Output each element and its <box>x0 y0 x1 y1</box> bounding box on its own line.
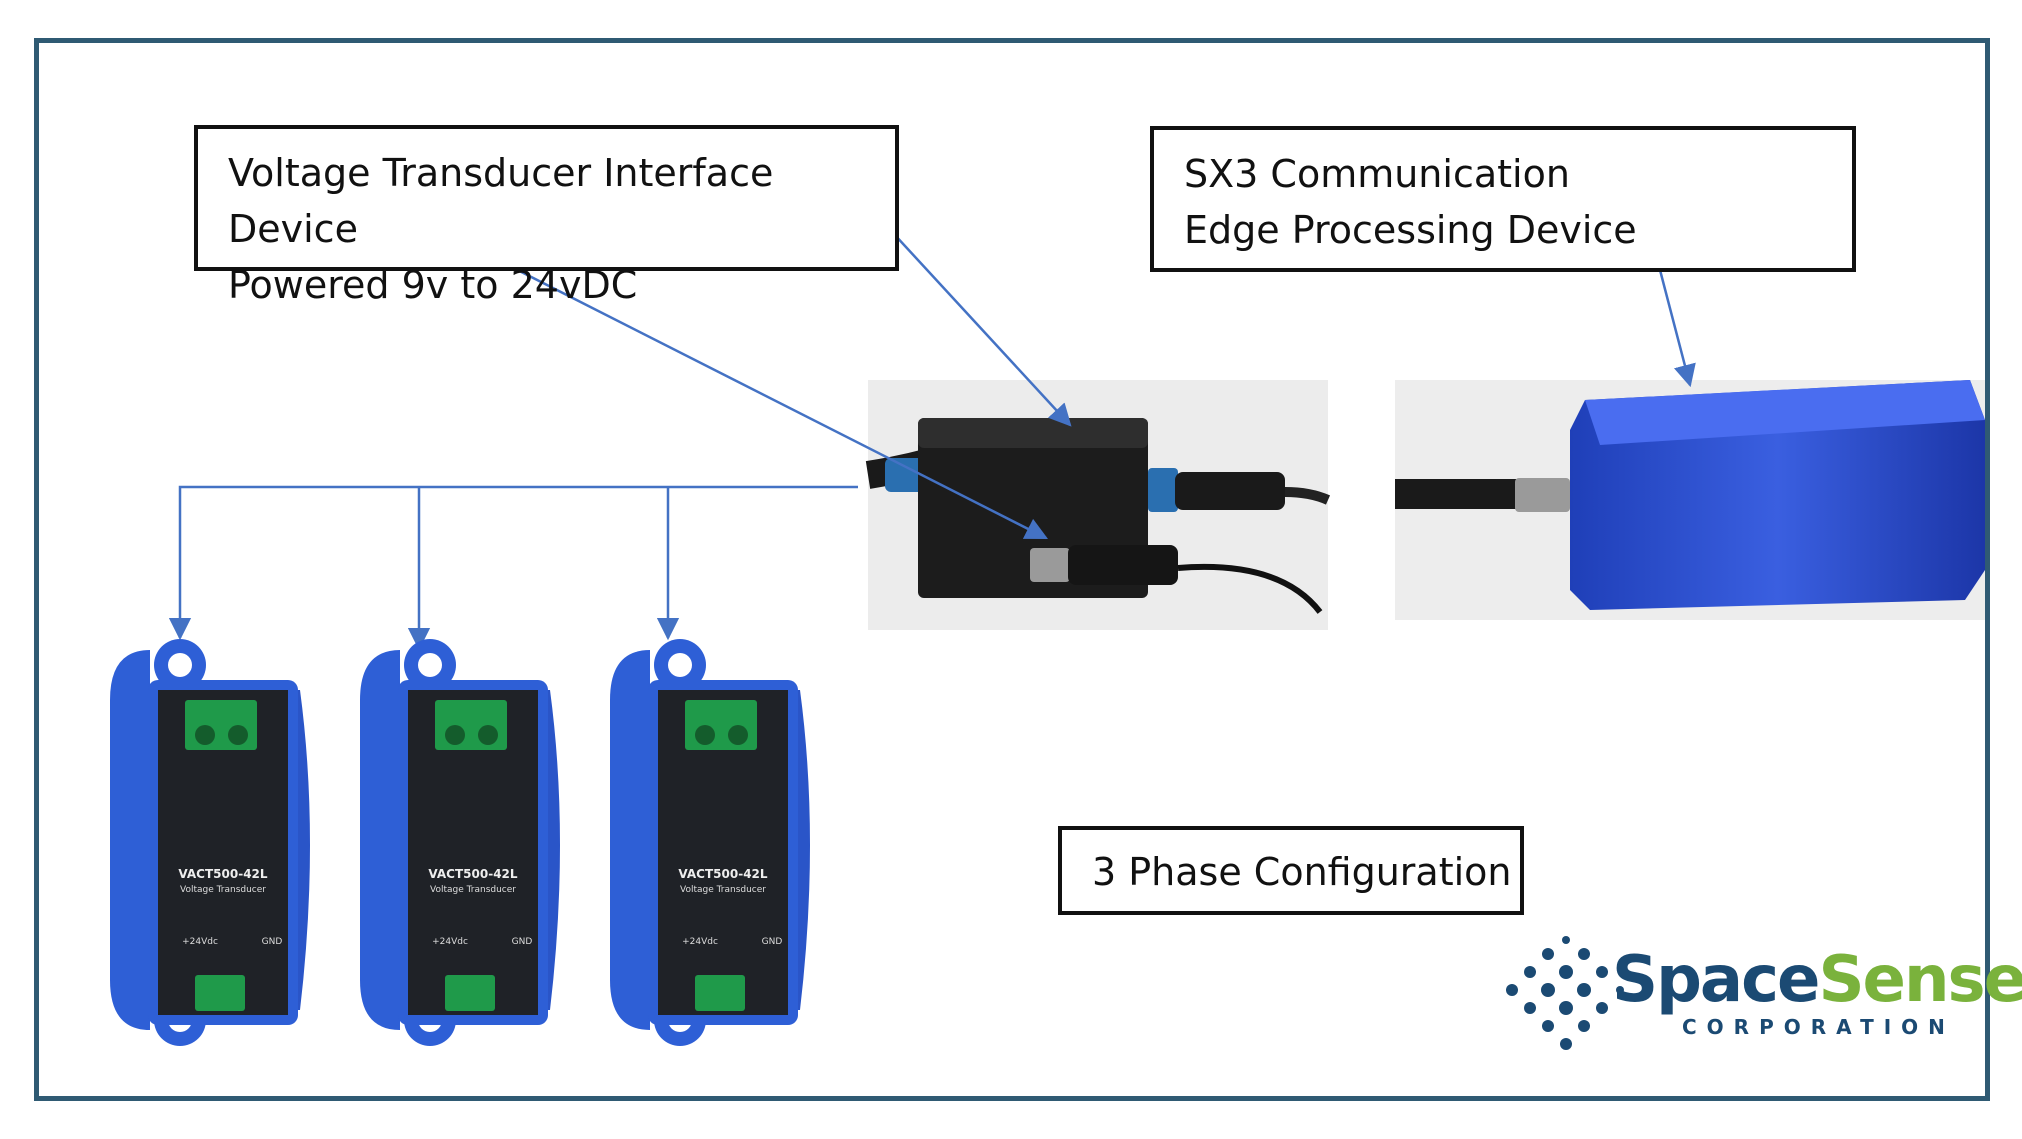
transducer-1-gnd: GND <box>262 937 283 947</box>
arrow-sx3-to-device <box>1658 269 1696 388</box>
interface-callout-line2: Powered 9v to 24vDC <box>228 263 638 307</box>
transducer-3-subtitle: Voltage Transducer <box>680 885 766 895</box>
arrow-power-to-connector <box>477 248 1049 540</box>
phase-configuration-callout: 3 Phase Configuration <box>1058 826 1524 915</box>
logo-word-sense: Sense <box>1818 943 2022 1017</box>
transducer-2-subtitle: Voltage Transducer <box>430 885 516 895</box>
transducer-2-supply: +24Vdc <box>432 937 468 947</box>
sx3-callout-line1: SX3 Communication <box>1184 152 1570 196</box>
transducer-1-model: VACT500-42L <box>178 867 267 881</box>
logo-word-space: Space <box>1612 943 1820 1017</box>
transducer-1-supply: +24Vdc <box>182 937 218 947</box>
arrow-to-transducer-1 <box>168 485 858 641</box>
transducer-3-image: VACT500-42L Voltage Transducer +24Vdc GN… <box>610 639 810 1046</box>
transducer-1-subtitle: Voltage Transducer <box>180 885 266 895</box>
transducer-3-supply: +24Vdc <box>682 937 718 947</box>
logo-wordmark: SpaceSense <box>1612 945 2022 1015</box>
transducer-3-model: VACT500-42L <box>678 867 767 881</box>
transducer-3-gnd: GND <box>762 937 783 947</box>
logo-subtitle: CORPORATION <box>1682 1015 1955 1039</box>
interface-callout-line1: Voltage Transducer Interface Device <box>228 151 774 251</box>
interface-device-image <box>865 380 1331 630</box>
transducer-2-image: VACT500-42L Voltage Transducer +24Vdc GN… <box>360 639 560 1046</box>
sx3-device-image <box>1395 380 1985 620</box>
phase-configuration-label: 3 Phase Configuration <box>1092 850 1512 894</box>
spacesense-logo-icon <box>1506 936 1624 1050</box>
transducer-2-gnd: GND <box>512 937 533 947</box>
sx3-device-callout: SX3 Communication Edge Processing Device <box>1150 126 1856 272</box>
interface-device-callout: Voltage Transducer Interface Device Powe… <box>194 125 899 307</box>
transducer-2-model: VACT500-42L <box>428 867 517 881</box>
sx3-callout-line2: Edge Processing Device <box>1184 208 1637 252</box>
transducer-1-image: VACT500-42L Voltage Transducer +24Vdc GN… <box>110 639 310 1046</box>
spacesense-logo: SpaceSense CORPORATION <box>1612 945 2022 1039</box>
